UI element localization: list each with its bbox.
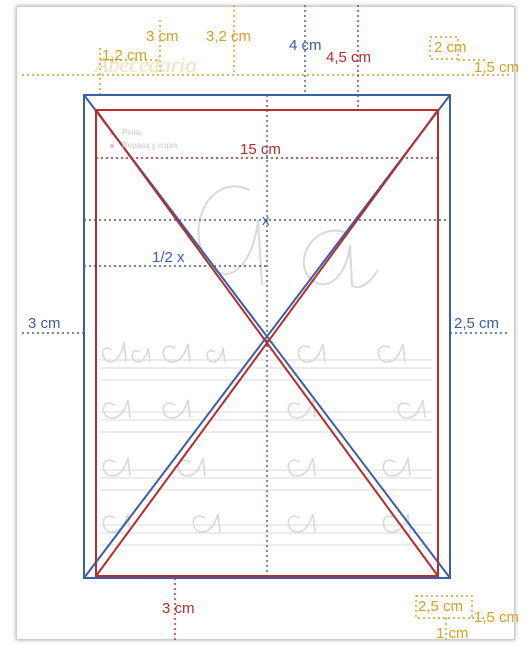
red-diagonal-2 <box>95 109 439 577</box>
label-top-3-2cm: 3,2 cm <box>206 28 252 45</box>
label-bottom-1-5cm: 1,5 cm <box>474 609 520 626</box>
blue-outer-rect <box>83 94 451 579</box>
label-top-2cm: 2 cm <box>434 39 467 56</box>
red-frame <box>95 109 439 577</box>
red-inner-rect <box>95 109 439 577</box>
label-15cm: 15 cm <box>240 141 281 158</box>
label-bottom-3cm: 3 cm <box>162 600 195 617</box>
label-top-1-2cm: 1,2 cm <box>102 47 148 64</box>
gold-bottom-guides <box>415 595 488 642</box>
gold-header-guides <box>22 5 510 95</box>
note-pinta: Pinta. <box>122 128 143 137</box>
red-guides <box>96 5 438 642</box>
note-repasa: Repasa y copia. <box>122 141 180 150</box>
header-watermark: Abecedario <box>93 52 196 77</box>
label-top-4cm: 4 cm <box>289 37 322 54</box>
page-frame <box>16 6 515 640</box>
outline-letter-big-a <box>197 185 263 286</box>
label-left-3cm: 3 cm <box>28 315 61 332</box>
label-x: x <box>262 212 270 229</box>
bullet-dot <box>110 144 114 148</box>
label-bottom-2-5cm: 2,5 cm <box>418 598 464 615</box>
outline-letter-small-a <box>302 229 379 289</box>
faint-worksheet <box>100 185 432 546</box>
label-bottom-1cm: 1 cm <box>436 625 469 642</box>
label-half-x: 1/2 x <box>152 249 185 266</box>
label-top-1-5cm: 1,5 cm <box>474 59 520 76</box>
label-right-2-5cm: 2,5 cm <box>454 315 500 332</box>
label-top-4-5cm: 4,5 cm <box>326 49 372 66</box>
label-top-3cm: 3 cm <box>146 28 179 45</box>
